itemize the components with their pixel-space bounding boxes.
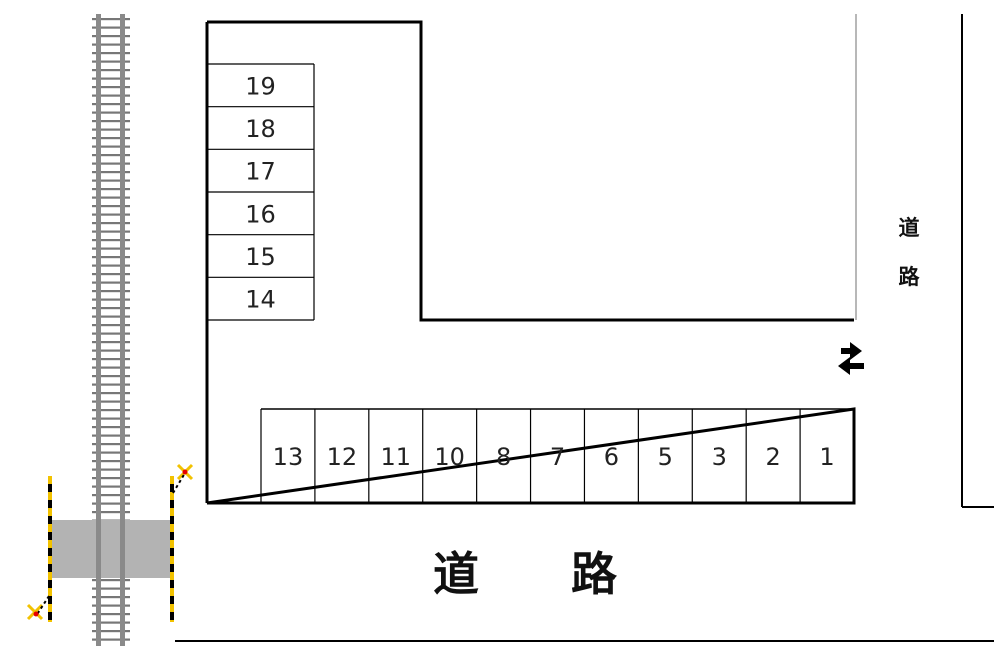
railway-sleeper [92, 494, 130, 497]
railway-sleeper [92, 477, 130, 480]
railway-sleeper [92, 196, 130, 199]
parking-space-label: 10 [434, 443, 465, 471]
railway-sleeper [92, 443, 130, 446]
parking-space-label: 17 [245, 158, 276, 186]
railway-sleeper [92, 332, 130, 335]
parking-space-label: 8 [496, 443, 511, 471]
railway-sleeper [92, 145, 130, 148]
railway-sleeper [92, 587, 130, 590]
railway-sleeper [92, 613, 130, 616]
railway-sleeper [92, 35, 130, 38]
parking-space-label: 12 [327, 443, 358, 471]
railway-sleeper [92, 137, 130, 140]
railway-sleeper [92, 638, 130, 641]
railway-sleeper [92, 383, 130, 386]
road-label-bottom: 道 路 [433, 547, 618, 601]
railway-sleeper [92, 451, 130, 454]
parking-space-label: 11 [380, 443, 411, 471]
railway-sleeper [92, 43, 130, 46]
railway-sleeper [92, 417, 130, 420]
railway-sleeper [92, 315, 130, 318]
rail-right [120, 14, 125, 646]
parking-space-label: 7 [550, 443, 565, 471]
railway-sleeper [92, 26, 130, 29]
railway-sleeper [92, 409, 130, 412]
parking-column-spaces: 19 18 17 16 15 14 [207, 63, 315, 321]
railway-sleeper [92, 468, 130, 471]
railway-sleeper [92, 162, 130, 165]
railway-sleeper [92, 18, 130, 21]
parking-space-label: 14 [245, 286, 276, 314]
parking-space-label: 6 [604, 443, 619, 471]
railway-sleeper [92, 341, 130, 344]
railway-sleeper [92, 86, 130, 89]
railway-sleeper [92, 400, 130, 403]
level-crossing [52, 520, 170, 578]
railway-sleeper [92, 604, 130, 607]
railway-sleeper [92, 579, 130, 582]
railway-sleeper [92, 179, 130, 182]
railway-sleeper [92, 434, 130, 437]
railway-sleeper [92, 52, 130, 55]
railway-sleeper [92, 69, 130, 72]
railway-sleeper [92, 324, 130, 327]
railway-sleeper [92, 60, 130, 63]
railway-sleeper [92, 298, 130, 301]
railway-sleeper [92, 358, 130, 361]
railway-sleeper [92, 375, 130, 378]
railway-sleeper [92, 264, 130, 267]
crossing-x-icon [172, 463, 194, 494]
railway-sleeper [92, 426, 130, 429]
parking-space-label: 3 [712, 443, 727, 471]
railway-sleeper [92, 239, 130, 242]
parking-space-label: 19 [245, 72, 276, 100]
parking-space-label: 13 [273, 443, 304, 471]
railway-sleeper [92, 247, 130, 250]
railway-sleeper [92, 596, 130, 599]
railway-sleeper [92, 630, 130, 633]
railway-sleeper [92, 502, 130, 505]
railway-sleeper [92, 188, 130, 191]
railway-sleeper [92, 128, 130, 131]
crossing-x-icon [26, 595, 50, 621]
railway-sleeper [92, 349, 130, 352]
parking-space-label: 2 [765, 443, 780, 471]
crossing-rail-right [120, 520, 125, 578]
crossing-rail-left [96, 520, 101, 578]
railway-sleeper [92, 103, 130, 106]
railway-sleeper [92, 213, 130, 216]
railway-sleeper [92, 290, 130, 293]
parking-space-label: 16 [245, 200, 276, 228]
railway-sleeper [92, 273, 130, 276]
railway-sleeper [92, 485, 130, 488]
railway-sleeper [92, 77, 130, 80]
road-label-right-top: 道 [899, 216, 920, 240]
railway-sleeper [92, 205, 130, 208]
railway-sleeper [92, 256, 130, 259]
railway-sleeper [92, 366, 130, 369]
railway-sleeper [92, 171, 130, 174]
railway-sleeper [92, 222, 130, 225]
railway-sleeper [92, 460, 130, 463]
railway-sleeper [92, 621, 130, 624]
parking-space-label: 15 [245, 243, 276, 271]
railway-sleeper [92, 111, 130, 114]
parking-space-label: 5 [658, 443, 673, 471]
two-way-arrow-icon [838, 342, 864, 375]
road-label-right-bottom: 路 [899, 265, 921, 289]
railway-sleeper [92, 307, 130, 310]
parking-space-label: 1 [819, 443, 834, 471]
railway-sleeper [92, 154, 130, 157]
parking-space-label: 18 [245, 115, 276, 143]
railway-sleeper [92, 230, 130, 233]
rail-left [96, 14, 101, 646]
railway-sleeper [92, 281, 130, 284]
railway-sleeper [92, 120, 130, 123]
railway-sleeper [92, 511, 130, 514]
parking-row-spaces: 13 12 11 10 8 7 6 5 3 2 1 [260, 408, 854, 503]
railway-sleeper [92, 392, 130, 395]
railway-sleeper [92, 94, 130, 97]
